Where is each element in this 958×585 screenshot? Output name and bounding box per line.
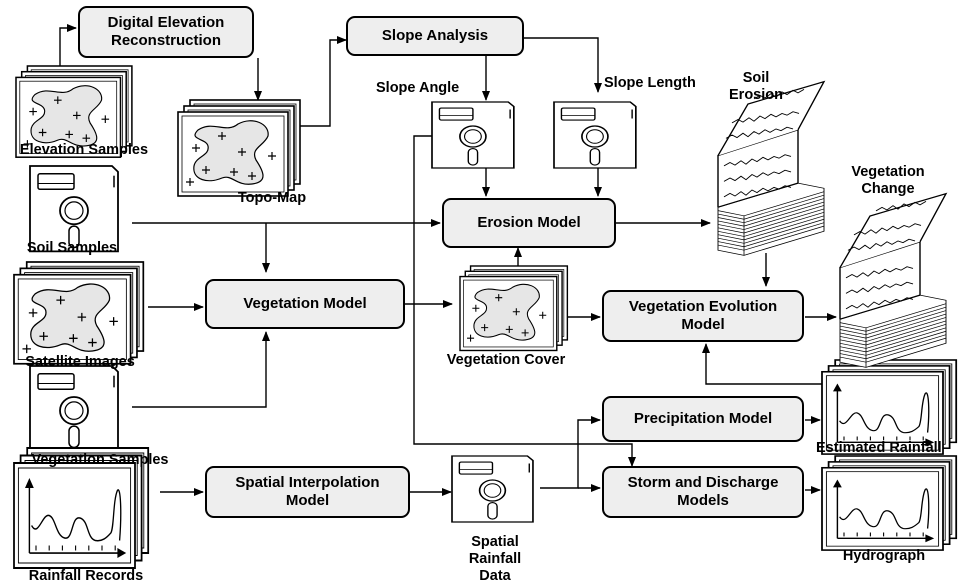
slope-angle-floppy-disk-icon: [431, 101, 515, 169]
arrow-spatial-to-precip: [540, 416, 601, 489]
soil-erosion-label: Soil Erosion: [729, 70, 783, 103]
vegetation-evolution-model-box: Vegetation Evolution Model: [602, 290, 804, 342]
hydrograph-label: Hydrograph: [842, 548, 926, 564]
arrow-vegsamples-to-vegmodel: [132, 331, 270, 408]
vegetation-model-box: Vegetation Model: [205, 279, 405, 329]
hydrograph-graph-stack-icon: [821, 455, 958, 551]
satellite-images-map-stack-icon: [13, 261, 145, 365]
elevation-samples-label: Elevation Samples: [19, 142, 149, 158]
vegetation-cover-label: Vegetation Cover: [446, 352, 566, 368]
arrow-rainfall-to-vegevo: [702, 343, 822, 385]
rainfall-records-label: Rainfall Records: [28, 568, 144, 584]
spatial-rainfall-data-label: Spatial Rainfall Data: [468, 534, 522, 584]
arrow-angle-to-storm: [413, 135, 636, 467]
vegetation-samples-floppy-disk-icon: [29, 365, 119, 453]
spatial-interpolation-model-box: Spatial Interpolation Model: [205, 466, 410, 518]
arrow-topomap-to-slope: [300, 36, 347, 127]
vegetation-change-report-stack-icon: [839, 192, 947, 369]
storm-and-discharge-models-box: Storm and Discharge Models: [602, 466, 804, 518]
slope-length-floppy-disk-icon: [553, 101, 637, 169]
satellite-images-label: Satellite Images: [25, 354, 135, 370]
soil-samples-label: Soil Samples: [26, 240, 118, 256]
vegetation-samples-label: Vegetation Samples: [31, 452, 169, 468]
precipitation-model-box: Precipitation Model: [602, 396, 804, 442]
vegetation-change-label: Vegetation Change: [851, 164, 925, 197]
connectors: [59, 24, 837, 496]
arrow-slope-to-length: [523, 37, 602, 93]
slope-length-label: Slope Length: [604, 75, 696, 91]
topo-map-stack-icon: [177, 99, 301, 197]
soil-samples-floppy-disk-icon: [29, 165, 119, 253]
topo-map-label: Topo-Map: [237, 190, 307, 206]
erosion-model-box: Erosion Model: [442, 198, 616, 248]
slope-analysis-box: Slope Analysis: [346, 16, 524, 56]
slope-angle-label: Slope Angle: [376, 80, 460, 96]
estimated-rainfall-label: Estimated Rainfall: [816, 440, 942, 456]
vegetation-cover-map-stack-icon: [459, 265, 569, 352]
digital-elevation-reconstruction-box: Digital Elevation Reconstruction: [78, 6, 254, 58]
arrow-elevation-to-der: [59, 24, 77, 66]
spatial-rainfall-floppy-disk-icon: [451, 455, 534, 523]
soil-erosion-report-stack-icon: [717, 80, 825, 257]
